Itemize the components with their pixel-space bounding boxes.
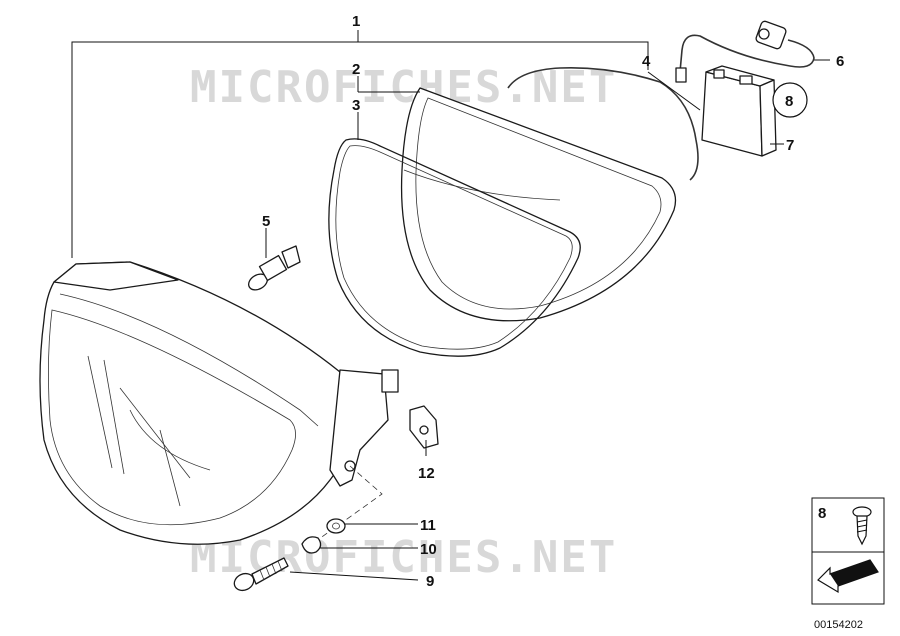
arrow-icon	[817, 559, 879, 594]
watermark-top: MICROFICHES.NET	[190, 62, 617, 113]
leader-lines	[265, 59, 830, 581]
screw-icon	[852, 506, 872, 546]
sensor	[675, 20, 815, 83]
assembly-bracket	[71, 30, 649, 258]
callout-4: 4	[642, 53, 651, 70]
control-unit	[701, 65, 777, 157]
callout-3: 3	[352, 97, 360, 114]
headlight-housing	[39, 261, 399, 545]
callout-12: 12	[418, 465, 435, 482]
bulb	[248, 245, 301, 291]
screw	[233, 557, 289, 592]
callout-2: 2	[352, 61, 360, 78]
callout-8: 8	[785, 93, 793, 110]
callout-8-circle	[772, 82, 808, 118]
diagram-number: 00154202	[814, 619, 863, 631]
washer	[326, 518, 346, 534]
inset-box: 8	[811, 497, 885, 605]
callout-10: 10	[420, 541, 437, 558]
callout-7: 7	[786, 137, 794, 154]
lens-gasket	[328, 138, 581, 357]
callout-1: 1	[352, 13, 360, 30]
headlight-lens	[400, 87, 677, 322]
spring-washer	[301, 536, 322, 554]
inset-label: 8	[818, 505, 826, 522]
callout-9: 9	[426, 573, 434, 590]
callout-11: 11	[420, 517, 436, 534]
clip	[409, 405, 439, 449]
callout-6: 6	[836, 53, 844, 70]
cable	[507, 66, 699, 181]
callout-5: 5	[262, 213, 270, 230]
